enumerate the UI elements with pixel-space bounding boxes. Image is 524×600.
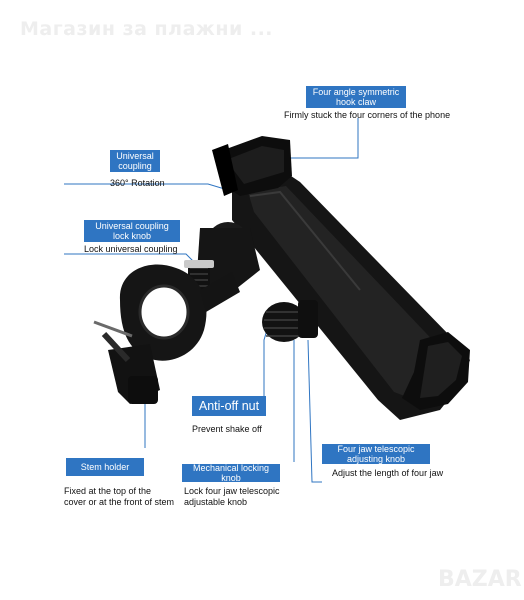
hook-claw-description: Firmly stuck the four corners of the pho… [284,110,451,120]
hook-claw-line [289,118,359,168]
stem-holder-title: Stem holder [66,458,144,476]
handlebar-clamp [93,264,240,404]
store-watermark: Магазин за плажни ... [20,18,274,40]
bazar-logo: BAZAR [438,567,522,592]
telescopic-knob-description: Adjust the length of four jaw [332,468,444,478]
anti-off-nut-title: Anti-off nut [192,396,266,416]
svg-text:BAZAR: BAZAR [438,567,522,592]
universal-coupling-description: 360° Rotation [110,178,165,188]
universal-joint [196,222,260,300]
lock-knob-line [64,253,201,269]
lock-knob-description: Lock universal coupling [84,244,178,254]
telescopic-knob-line [307,339,322,483]
mechanical-knob [262,300,318,342]
phone-cradle [212,136,470,420]
anti-off-nut-description: Prevent shake off [192,424,262,434]
universal-coupling-line [64,183,229,191]
mechanical-knob-title: Mechanical locking knob [182,463,280,483]
